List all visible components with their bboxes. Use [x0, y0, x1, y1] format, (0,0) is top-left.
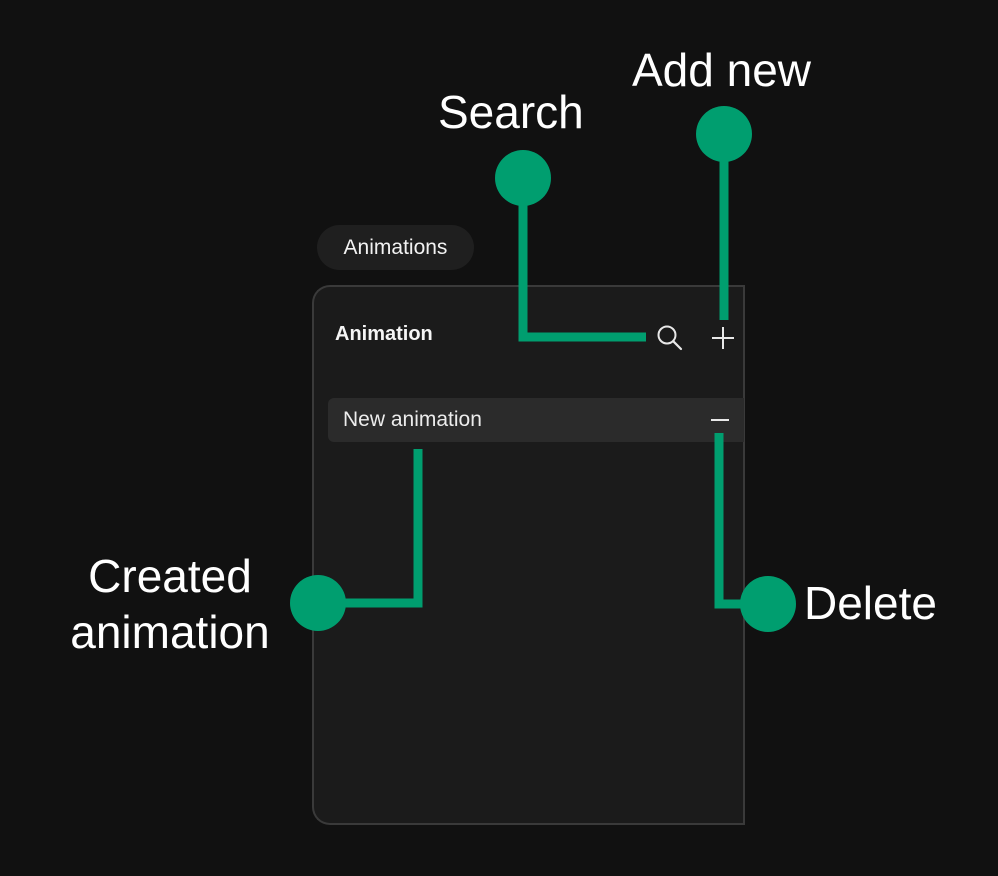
callout-created-line2: animation	[70, 606, 270, 658]
callout-search-label: Search	[438, 86, 584, 138]
search-icon	[657, 325, 683, 351]
add-new-callout-dot	[696, 106, 752, 162]
delete-callout-dot	[740, 576, 796, 632]
panel-edge	[743, 285, 745, 825]
callout-created-line1: Created	[88, 550, 252, 602]
list-item[interactable]: New animation	[328, 398, 744, 442]
add-new-button[interactable]	[707, 322, 739, 354]
plus-icon	[712, 327, 734, 349]
callout-add-new-label: Add new	[632, 44, 812, 96]
search-button[interactable]	[653, 322, 687, 354]
tab-animations[interactable]: Animations	[317, 225, 474, 270]
callout-delete-label: Delete	[804, 577, 937, 629]
callout-created-animation-label: Created animation	[60, 548, 280, 660]
tab-label: Animations	[343, 235, 448, 259]
panel-title: Animation	[335, 323, 433, 345]
animation-panel	[312, 285, 744, 825]
delete-button[interactable]	[706, 406, 734, 434]
animation-item-label: New animation	[343, 408, 482, 431]
minus-icon	[711, 419, 729, 421]
search-callout-dot	[495, 150, 551, 206]
